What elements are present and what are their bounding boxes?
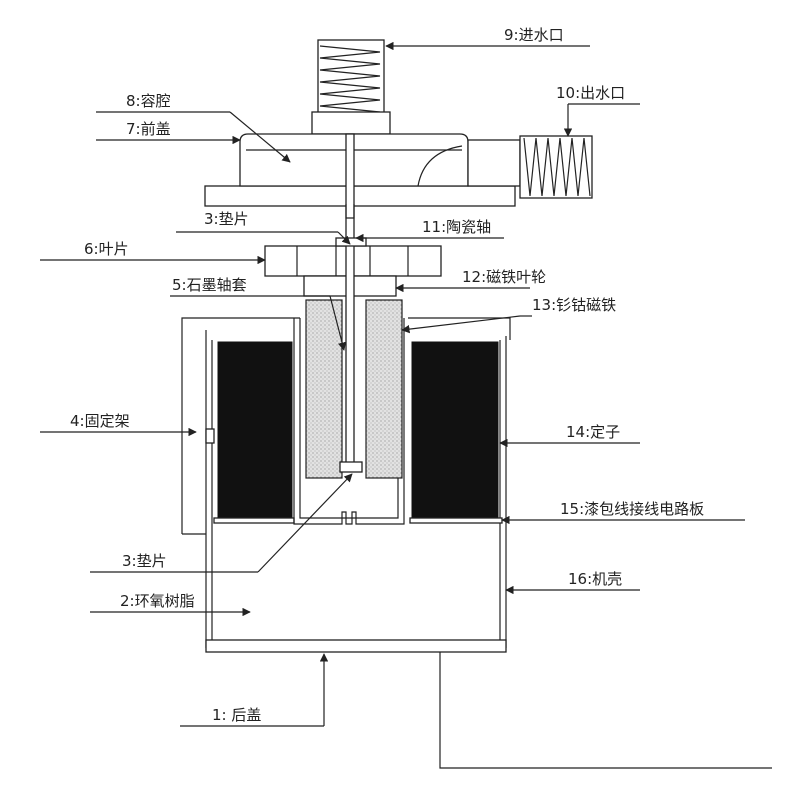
stator-right: [411, 341, 499, 519]
stator-left: [217, 341, 293, 519]
leader-lines: [40, 41, 745, 727]
label-graphite-bushing: 5:石墨轴套: [172, 276, 247, 294]
label-gasket-top: 3:垫片: [204, 210, 249, 228]
label-gasket-bottom: 3:垫片: [122, 552, 167, 570]
inlet-pipe: [311, 39, 391, 135]
label-front-cover: 7:前盖: [126, 120, 171, 138]
label-inlet: 9:进水口: [504, 26, 564, 44]
label-bracket: 4:固定架: [70, 412, 130, 430]
graphite-bushing-left: [305, 299, 343, 479]
label-blade: 6:叶片: [84, 240, 129, 258]
label-pcb: 15:漆包线接线电路板: [560, 500, 704, 518]
label-rear-cover: 1: 后盖: [212, 706, 261, 724]
label-smco-magnet: 13:钐钴磁铁: [532, 296, 616, 314]
graphite-bushing-right: [365, 299, 403, 479]
pcb-right: [409, 517, 503, 524]
rear-cover: [205, 639, 507, 653]
front-cover: [204, 133, 516, 207]
label-chamber: 8:容腔: [126, 92, 171, 110]
label-stator: 14:定子: [566, 423, 620, 441]
ceramic-shaft: [335, 133, 367, 473]
label-ceramic-shaft: 11:陶瓷轴: [422, 218, 491, 236]
housing: [181, 317, 511, 648]
pcb-left: [213, 517, 295, 524]
cable: [439, 652, 772, 769]
label-outlet: 10:出水口: [556, 84, 625, 102]
label-epoxy: 2:环氧树脂: [120, 592, 195, 610]
label-housing: 16:机壳: [568, 570, 622, 588]
outlet-pipe: [467, 135, 593, 199]
label-magnet-impeller: 12:磁铁叶轮: [462, 268, 546, 286]
